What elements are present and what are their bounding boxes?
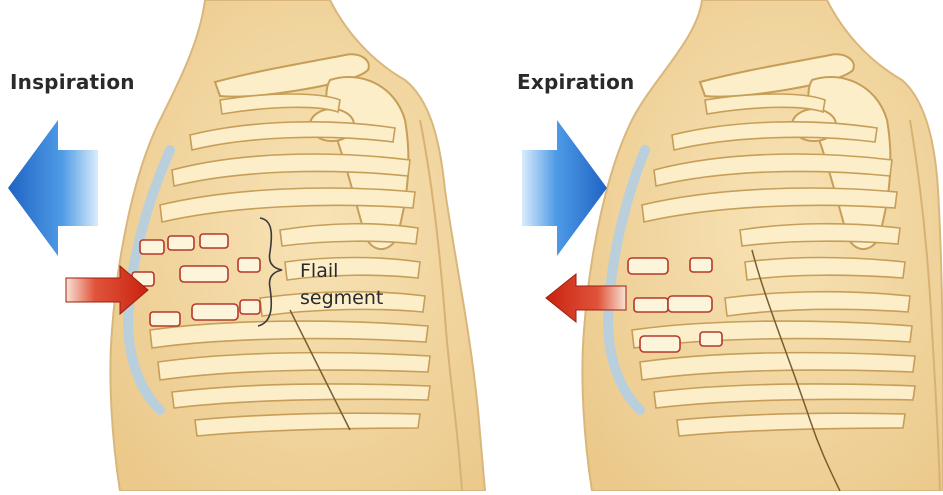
flail-label-line1: Flail bbox=[300, 258, 410, 285]
inspiration-label: Inspiration bbox=[10, 70, 135, 94]
flail-label-line2: segment bbox=[300, 285, 410, 312]
expiration-blue-arrow bbox=[522, 120, 607, 256]
inspiration-blue-arrow bbox=[8, 120, 98, 256]
flail-segment-label: Flail segment bbox=[300, 258, 410, 312]
left-torso bbox=[110, 0, 485, 491]
expiration-label: Expiration bbox=[517, 70, 635, 94]
right-torso bbox=[582, 0, 943, 491]
